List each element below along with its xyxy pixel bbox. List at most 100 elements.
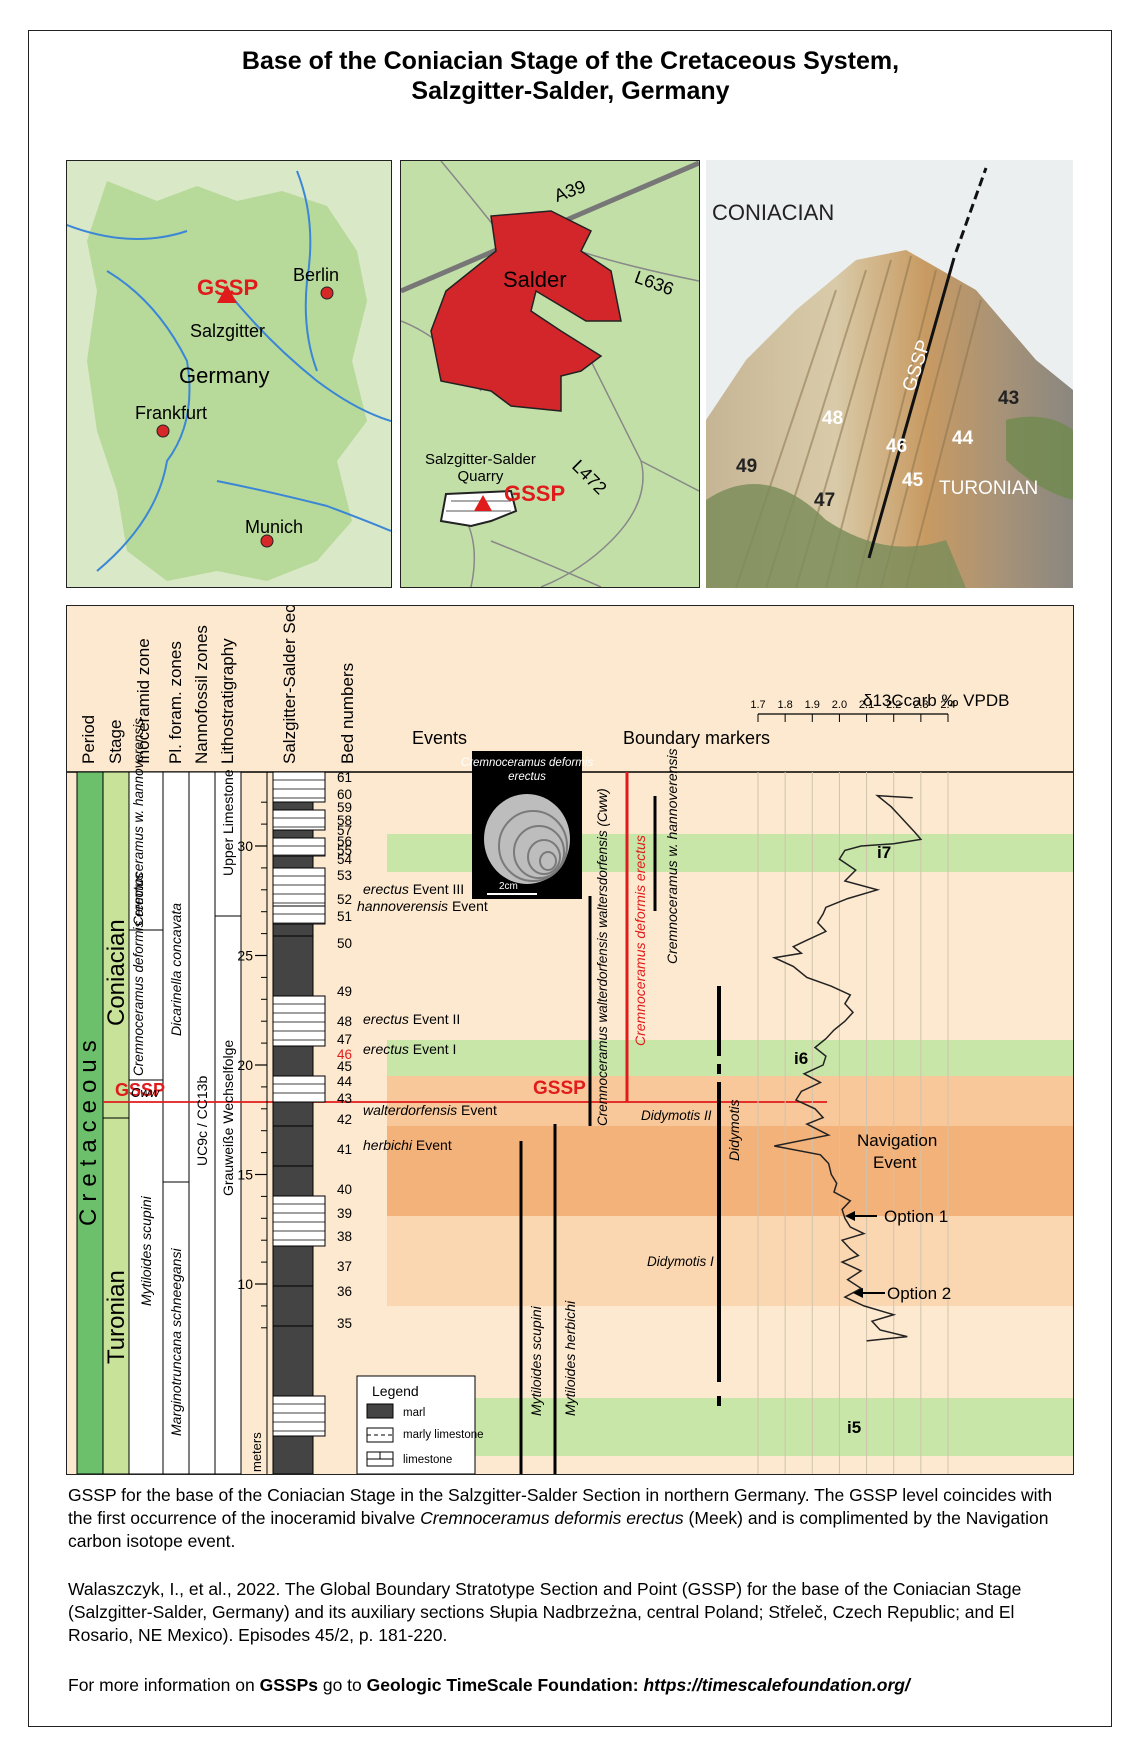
bed-number-51: 51 bbox=[337, 909, 352, 924]
bed-number-58: 58 bbox=[337, 813, 352, 828]
isotope-tick-label: 1.8 bbox=[777, 699, 792, 711]
legend-limestone: limestone bbox=[403, 1454, 452, 1466]
navigation-label-line-2: Event bbox=[873, 1153, 917, 1172]
stage-coniacian-label: Coniacian bbox=[103, 919, 130, 1026]
zone-cww: Cww bbox=[131, 1085, 161, 1100]
legend-marly-limestone: marly limestone bbox=[403, 1429, 484, 1441]
footer-part-2: go to bbox=[317, 1675, 367, 1695]
isotope-label-i6: i6 bbox=[794, 1049, 808, 1068]
bed-number-59: 59 bbox=[337, 800, 352, 815]
salder-map-graphic bbox=[401, 161, 699, 587]
foram-zone-concavata: Dicarinella concavata bbox=[168, 903, 184, 1036]
marker-waltersdorfensis: Cremnoceramus walterdorfensis waltersdor… bbox=[595, 788, 610, 1126]
bed-number-55: 55 bbox=[337, 843, 352, 858]
bed-number-49: 49 bbox=[337, 984, 352, 999]
event-erectus-iii: erectus Event III bbox=[363, 881, 464, 897]
isotope-tick-label: 2.4 bbox=[940, 699, 955, 711]
salder-map-gssp-label: GSSP bbox=[504, 481, 566, 506]
bed-number-54: 54 bbox=[337, 852, 353, 867]
depth-unit-label: meters bbox=[249, 1432, 264, 1472]
bed-number-37: 37 bbox=[337, 1259, 352, 1274]
lithology-unit bbox=[272, 1125, 314, 1167]
isotope-tick-label: 2.1 bbox=[859, 699, 874, 711]
bed-number-39: 39 bbox=[337, 1206, 352, 1221]
isotope-tick-label: 1.7 bbox=[750, 699, 765, 711]
germany-map: GSSP Salzgitter Germany Berlin Frankfurt… bbox=[66, 160, 392, 588]
header-inoceramid-zone: Inoceramid zone bbox=[134, 638, 153, 764]
lithology-unit bbox=[272, 1285, 314, 1327]
quarry-label-line-1: Salzgitter-Salder bbox=[425, 451, 536, 468]
marker-didymotis: Didymotis bbox=[726, 1100, 742, 1161]
caption-species: Cremnoceramus deformis erectus bbox=[420, 1508, 684, 1528]
fossil-caption-line-1: Cremnoceramus deformis bbox=[461, 757, 594, 769]
photo-coniacian-label: CONIACIAN bbox=[712, 200, 835, 225]
footer-url[interactable]: https://timescalefoundation.org/ bbox=[643, 1675, 910, 1695]
bed-number-57: 57 bbox=[337, 823, 352, 838]
litho-column bbox=[214, 771, 242, 1474]
isotope-curve bbox=[771, 794, 923, 1342]
lithology-unit bbox=[272, 1045, 314, 1077]
nannofossil-zone: UC9c / CC13b bbox=[194, 1076, 210, 1166]
legend-marl: marl bbox=[403, 1407, 425, 1419]
photo-bed-45: 45 bbox=[902, 470, 924, 491]
marker-herbichi: Mytiloides herbichi bbox=[562, 1300, 578, 1416]
title-line-1: Base of the Coniacian Stage of the Creta… bbox=[241, 47, 900, 75]
outcrop-photo: CONIACIAN TURONIAN GSSP 43 44 45 46 47 4… bbox=[706, 160, 1073, 588]
bed-number-56: 56 bbox=[337, 834, 352, 849]
period-column bbox=[76, 771, 104, 1474]
header-section: Salzgitter-Salder Section bbox=[280, 606, 299, 764]
isotope-tick-label: 2.3 bbox=[913, 699, 928, 711]
isotope-label-i5: i5 bbox=[847, 1418, 861, 1437]
bed-number-48: 48 bbox=[337, 1014, 352, 1029]
marker-erectus: Cremnoceramus deformis erectus bbox=[632, 835, 648, 1046]
lithology-unit bbox=[272, 829, 314, 839]
bed-number-46: 46 bbox=[337, 1047, 352, 1062]
page-title: Base of the Coniacian Stage of the Creta… bbox=[0, 46, 1141, 106]
turonian-band bbox=[387, 1216, 1073, 1306]
bed-number-35: 35 bbox=[337, 1316, 352, 1331]
bed-number-47: 47 bbox=[337, 1032, 352, 1047]
footer-info: For more information on GSSPs go to Geol… bbox=[68, 1674, 1078, 1697]
lithology-unit bbox=[272, 935, 314, 997]
stage-turonian-label: Turonian bbox=[103, 1270, 130, 1364]
depth-tick-25: 25 bbox=[237, 948, 253, 964]
i5-band bbox=[387, 1398, 1073, 1456]
navigation-event-band bbox=[387, 1126, 1073, 1216]
photo-bed-48: 48 bbox=[822, 408, 844, 429]
i6-band bbox=[387, 1040, 1073, 1076]
caption-part-1: GSSP for the base of the Coniacian Stage… bbox=[68, 1485, 1053, 1528]
bed-number-41: 41 bbox=[337, 1142, 352, 1157]
bed-number-60: 60 bbox=[337, 787, 352, 802]
figure-caption: GSSP for the base of the Coniacian Stage… bbox=[68, 1484, 1078, 1553]
fossil-shell bbox=[484, 794, 570, 884]
litho-upper-limestone: Upper Limestone bbox=[220, 769, 236, 876]
lithology-unit bbox=[272, 1245, 314, 1287]
depth-tick-30: 30 bbox=[237, 838, 253, 854]
lithology-unit bbox=[272, 1325, 314, 1397]
header-lithostratigraphy: Lithostratigraphy bbox=[218, 638, 237, 764]
photo-bed-44: 44 bbox=[952, 428, 974, 449]
event-walterdorfensis: walterdorfensis Event bbox=[363, 1102, 497, 1118]
period-label: Cretaceous bbox=[75, 1033, 102, 1226]
germany-map-graphic bbox=[67, 161, 391, 587]
lithology-unit bbox=[272, 1101, 314, 1127]
berlin-label: Berlin bbox=[293, 265, 340, 285]
event-hannoverensis: hannoverensis Event bbox=[357, 898, 488, 914]
photo-bed-43: 43 bbox=[998, 388, 1020, 409]
lithology-unit bbox=[272, 1195, 326, 1247]
gssp-section-label: GSSP bbox=[533, 1078, 586, 1099]
event-erectus-ii: erectus Event II bbox=[363, 1011, 460, 1027]
outcrop-photo-graphic bbox=[706, 160, 1073, 588]
frankfurt-label: Frankfurt bbox=[135, 403, 208, 423]
footer-foundation: Geologic TimeScale Foundation: bbox=[366, 1675, 644, 1695]
header-events: Events bbox=[412, 728, 467, 748]
header-foram-zones: Pl. foram. zones bbox=[166, 641, 185, 764]
bed-number-43: 43 bbox=[337, 1091, 352, 1106]
depth-tick-15: 15 bbox=[237, 1167, 253, 1183]
footer-part-1: For more information on bbox=[68, 1675, 260, 1695]
photo-bed-49: 49 bbox=[736, 456, 758, 477]
salzgitter-label: Salzgitter bbox=[190, 321, 266, 341]
page-frame bbox=[28, 30, 1112, 1727]
inoceramid-column bbox=[128, 771, 164, 1474]
